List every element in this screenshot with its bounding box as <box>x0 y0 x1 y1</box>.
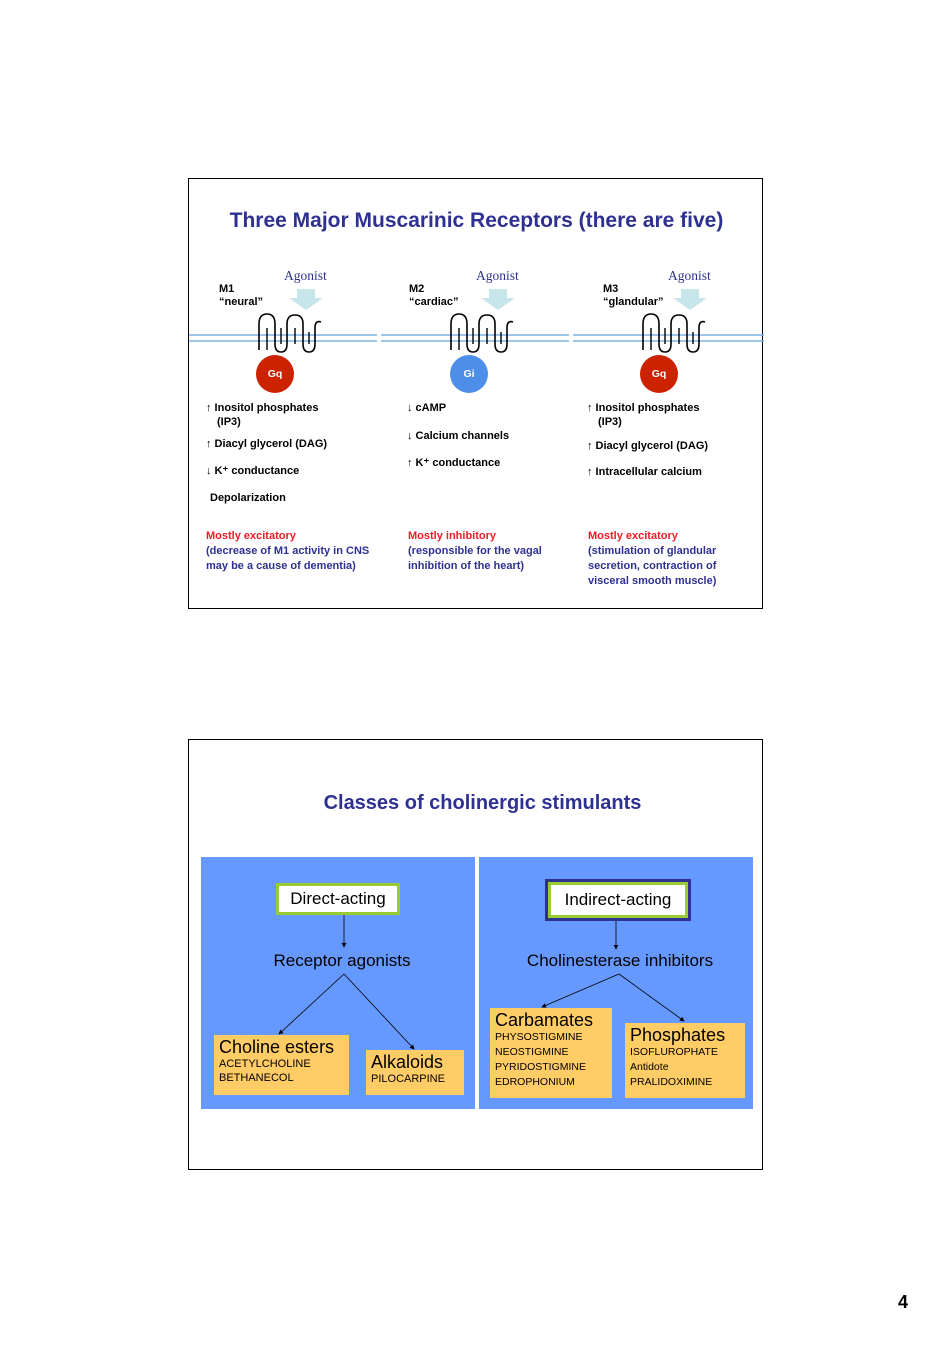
agonist-arrow-icon <box>481 289 515 310</box>
effect: ↓ Calcium channels <box>407 430 510 442</box>
carbamates-box: Carbamates PHYSOSTIGMINE NEOSTIGMINE PYR… <box>490 1008 612 1098</box>
drug-item: BETHANECOL <box>219 1072 294 1084</box>
receptor-name: M1 <box>219 283 235 295</box>
drug-item: ACETYLCHOLINE <box>219 1058 311 1070</box>
summary-blue: (stimulation of glandular secretion, con… <box>588 545 717 587</box>
slide-title: Three Major Muscarinic Receptors (there … <box>229 209 724 232</box>
alkaloids-box: Alkaloids PILOCARPINE <box>366 1050 464 1095</box>
drug-item: PHYSOSTIGMINE <box>495 1031 583 1043</box>
choline-esters-box: Choline esters ACETYLCHOLINE BETHANECOL <box>214 1035 349 1095</box>
effect: ↑ Inositol phosphates <box>206 402 319 414</box>
gpcr-receptor-icon <box>642 313 706 353</box>
effect: ↑ Diacyl glycerol (DAG) <box>587 440 709 452</box>
direct-acting-panel: Direct-acting Receptor agonists Choline … <box>201 857 475 1109</box>
slide-cholinergic-classes: Classes of cholinergic stimulants Direct… <box>188 739 763 1170</box>
receptor-name: M3 <box>603 283 619 295</box>
box-title: Alkaloids <box>371 1052 444 1072</box>
tree-connectors <box>541 921 685 1022</box>
page-number: 4 <box>898 1292 909 1312</box>
receptor-nickname: “neural” <box>219 296 264 308</box>
gpcr-receptor-icon <box>258 313 322 353</box>
effect: (IP3) <box>217 416 241 428</box>
agonist-arrow-icon <box>673 289 707 310</box>
indirect-acting-box-frame: Indirect-acting <box>545 879 691 921</box>
summary-blue: (decrease of M1 activity in CNS may be a… <box>206 545 370 572</box>
effect: ↑ Intracellular calcium <box>587 466 702 478</box>
gpcr-receptor-icon <box>450 313 514 353</box>
summary-red: Mostly inhibitory <box>408 530 496 542</box>
summary-blue: (responsible for the vagal inhibition of… <box>408 545 542 572</box>
agonist-label: Agonist <box>476 268 519 283</box>
effect: ↓ K⁺ conductance <box>206 465 300 477</box>
effect: ↓ cAMP <box>407 402 447 414</box>
box-title: Choline esters <box>219 1037 335 1057</box>
receptor-nickname: “cardiac” <box>409 296 459 308</box>
cholinesterase-inhibitors-label: Cholinesterase inhibitors <box>526 951 714 970</box>
effect: Depolarization <box>210 492 286 504</box>
summary-red: Mostly excitatory <box>588 530 678 542</box>
indirect-acting-panel: Indirect-acting Cholinesterase inhibitor… <box>479 857 753 1109</box>
agonist-label: Agonist <box>668 268 711 283</box>
tree-connectors <box>278 915 415 1050</box>
gq-protein: Gq <box>640 355 678 393</box>
gq-protein: Gq <box>256 355 294 393</box>
effect: ↑ Inositol phosphates <box>587 402 700 414</box>
drug-item: Antidote <box>630 1061 669 1073</box>
box-title: Phosphates <box>630 1025 726 1045</box>
slide-muscarinic-receptors: Three Major Muscarinic Receptors (there … <box>188 178 764 609</box>
receptor-agonists-label: Receptor agonists <box>273 951 411 970</box>
effect: (IP3) <box>598 416 622 428</box>
effect: ↑ Diacyl glycerol (DAG) <box>206 438 328 450</box>
gi-protein: Gi <box>450 355 488 393</box>
drug-item: ISOFLUROPHATE <box>630 1046 718 1058</box>
phosphates-box: Phosphates ISOFLUROPHATE Antidote PRALID… <box>625 1023 745 1098</box>
drug-item: NEOSTIGMINE <box>495 1046 569 1058</box>
box-title: Carbamates <box>495 1010 594 1030</box>
indirect-acting-box: Indirect-acting <box>551 885 685 915</box>
slide-title: Classes of cholinergic stimulants <box>323 792 642 814</box>
drug-item: PRALIDOXIMINE <box>630 1076 713 1088</box>
receptor-nickname: “glandular” <box>603 296 664 308</box>
agonist-label: Agonist <box>284 268 327 283</box>
drug-item: EDROPHONIUM <box>495 1076 575 1088</box>
effect: ↑ K⁺ conductance <box>407 457 501 469</box>
cell-membrane <box>189 334 764 342</box>
drug-item: PYRIDOSTIGMINE <box>495 1061 587 1073</box>
direct-acting-box: Direct-acting <box>276 883 400 915</box>
receptor-name: M2 <box>409 283 425 295</box>
summary-red: Mostly excitatory <box>206 530 296 542</box>
agonist-arrow-icon <box>289 289 323 310</box>
drug-item: PILOCARPINE <box>371 1073 445 1085</box>
